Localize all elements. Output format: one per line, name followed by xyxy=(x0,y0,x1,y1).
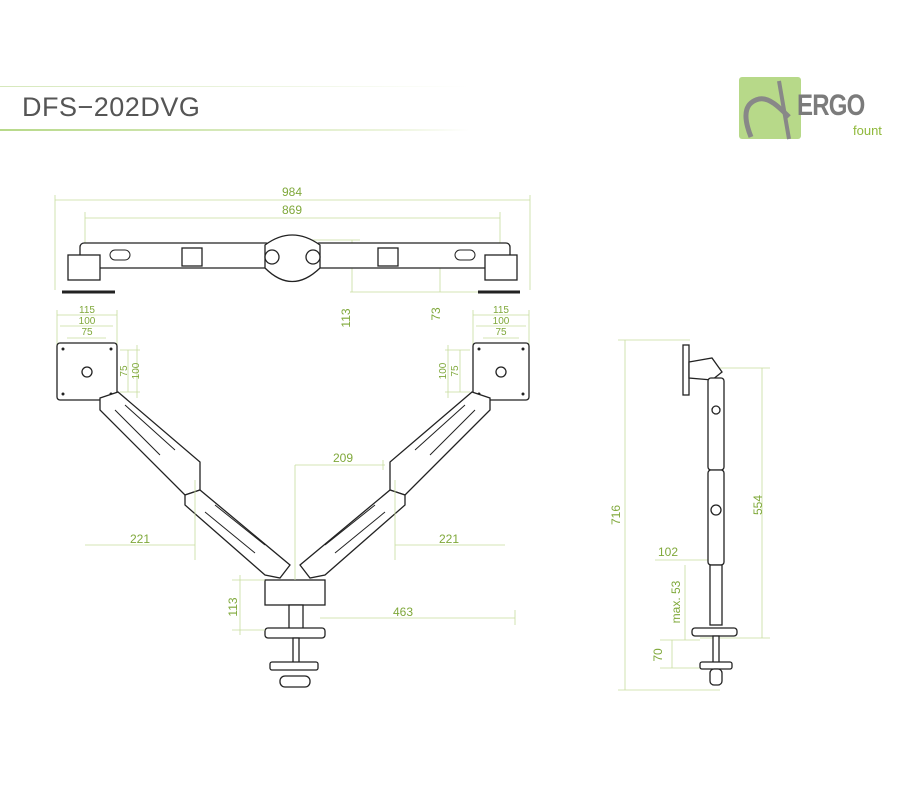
center-hub-top xyxy=(264,234,321,282)
dim-right-100: 100 xyxy=(493,316,510,327)
left-clamp-top xyxy=(67,254,101,281)
dim-left-v100: 100 xyxy=(131,362,142,379)
arm-base-hub xyxy=(264,579,326,606)
logo-arm-icon xyxy=(743,80,791,140)
right-arm-top xyxy=(314,242,511,269)
dim-right-75: 75 xyxy=(495,327,507,338)
dim-221-right: 221 xyxy=(439,532,459,546)
dim-221-left: 221 xyxy=(130,532,150,546)
side-clamp-knob xyxy=(709,668,723,686)
side-clamp-bottom xyxy=(699,661,733,670)
dim-113-top: 113 xyxy=(339,308,353,327)
right-upper-arm xyxy=(389,391,491,496)
right-clamp-top xyxy=(484,254,518,281)
dim-463: 463 xyxy=(393,605,413,619)
dim-right-v100: 100 xyxy=(438,362,449,379)
front-view: 115 100 75 75 100 115 100 75 100 75 xyxy=(56,305,530,688)
dim-984: 984 xyxy=(282,185,302,199)
side-lower-arm xyxy=(707,469,725,566)
logo-sub: fount xyxy=(853,123,882,138)
dim-102: 102 xyxy=(658,545,678,559)
side-view: 716 554 102 max. 53 70 xyxy=(609,339,770,691)
dim-max53: max. 53 xyxy=(669,580,683,623)
pole xyxy=(288,604,304,631)
dim-869: 869 xyxy=(282,203,302,217)
ergofount-logo: ERGO fount xyxy=(739,77,889,147)
side-vesa-plate xyxy=(682,344,690,396)
dim-73: 73 xyxy=(429,307,443,321)
dim-left-v75: 75 xyxy=(119,365,130,377)
left-upper-arm xyxy=(99,391,201,496)
desk-clamp-top xyxy=(264,627,326,639)
clamp-knob xyxy=(279,675,311,688)
dim-left-115: 115 xyxy=(79,305,95,316)
dim-left-75: 75 xyxy=(81,327,93,338)
logo-mark xyxy=(739,77,801,140)
right-lower-arm xyxy=(299,489,406,579)
logo-brand: ERGO xyxy=(797,89,865,122)
dim-left-100: 100 xyxy=(79,316,96,327)
title-underline xyxy=(0,129,470,131)
dim-70: 70 xyxy=(651,648,665,662)
dim-right-v75: 75 xyxy=(450,365,461,377)
top-rule xyxy=(0,86,470,87)
dim-right-115: 115 xyxy=(493,305,509,316)
side-pole xyxy=(709,564,723,626)
product-title: DFS−202DVG xyxy=(22,92,201,122)
top-view: 984 869 113 73 xyxy=(54,185,531,328)
left-arm-top xyxy=(79,242,271,269)
dim-209: 209 xyxy=(333,451,353,465)
dim-554: 554 xyxy=(751,495,765,515)
side-clamp-top xyxy=(691,627,738,637)
dim-716: 716 xyxy=(609,505,623,525)
side-upper-arm xyxy=(707,377,725,471)
left-lower-arm xyxy=(184,489,291,579)
desk-clamp-bottom xyxy=(269,661,319,671)
dim-113-base: 113 xyxy=(226,597,240,616)
